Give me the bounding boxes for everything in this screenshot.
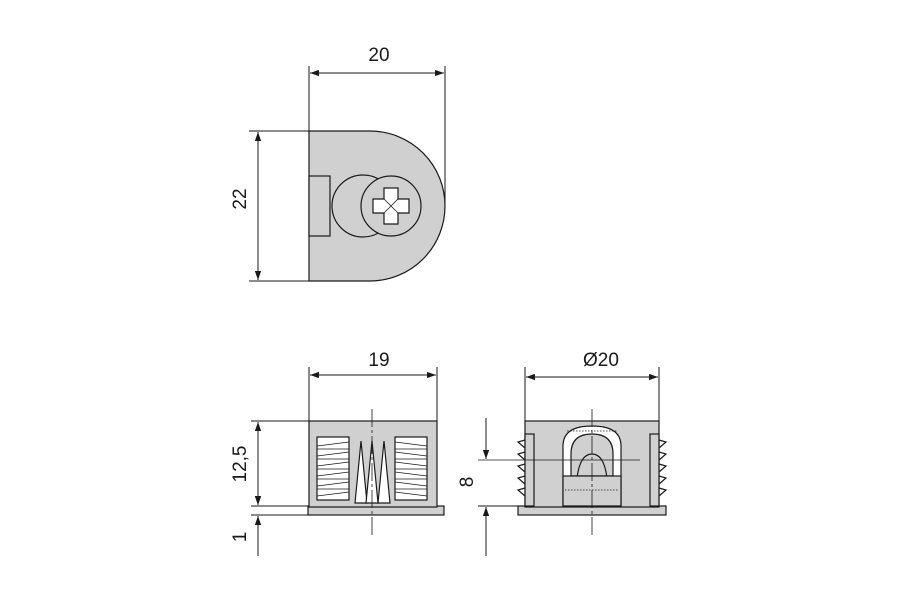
dim-flange: 1 (230, 532, 251, 543)
top-view-dimensions: 20 22 (230, 45, 446, 282)
side-view-dimensions: 19 12,5 1 (230, 350, 438, 556)
dim-front-height: 8 (457, 477, 478, 488)
dim-side-height: 12,5 (230, 446, 251, 483)
dim-top-height: 22 (230, 188, 251, 209)
side-view-left-ribs (316, 436, 350, 501)
dim-front-diameter: Ø20 (583, 350, 619, 371)
side-view-spikes (354, 440, 391, 504)
front-view-left-teeth (516, 433, 535, 507)
dim-top-width: 20 (368, 45, 389, 66)
front-view (478, 409, 668, 536)
top-view (308, 130, 446, 282)
side-view (307, 409, 445, 536)
front-view-dimensions: Ø20 8 (457, 350, 660, 556)
side-view-right-ribs (394, 436, 428, 501)
dim-side-width: 19 (368, 350, 389, 371)
front-view-right-teeth (649, 433, 668, 507)
top-view-shank (308, 175, 331, 237)
